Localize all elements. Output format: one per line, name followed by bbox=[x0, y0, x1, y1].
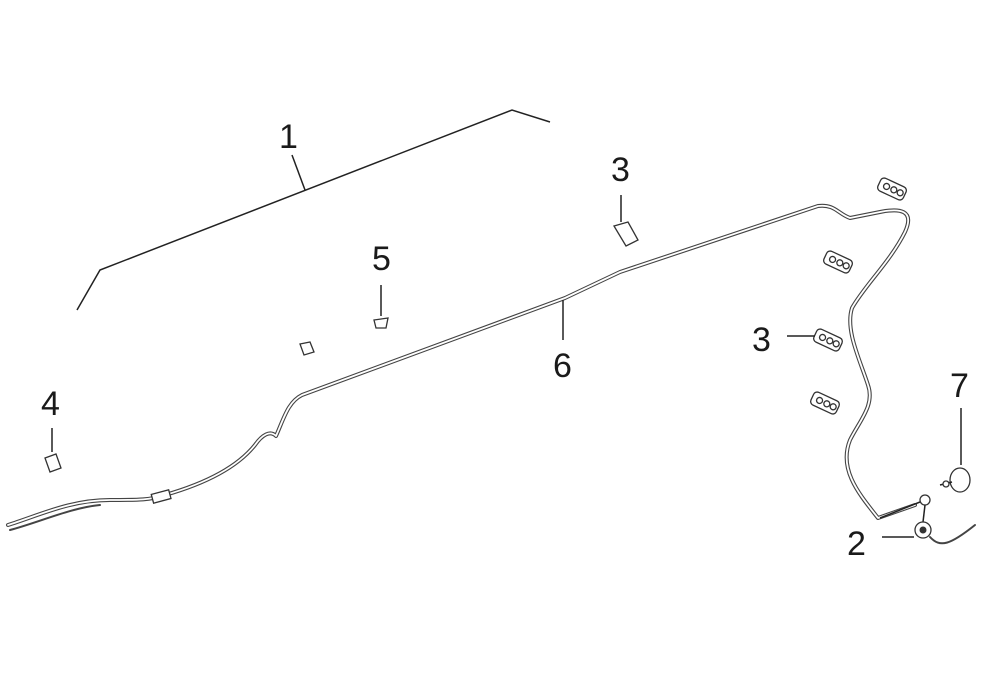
callout-1: 1 bbox=[279, 118, 298, 156]
callout-3-top: 3 bbox=[611, 151, 630, 189]
callout-6: 6 bbox=[553, 347, 572, 385]
callout-7: 7 bbox=[950, 367, 969, 405]
clip-4 bbox=[44, 453, 62, 473]
washer-hose bbox=[6, 203, 917, 531]
leader-1 bbox=[291, 154, 306, 191]
fastener-5 bbox=[373, 317, 389, 329]
small-clip bbox=[299, 341, 315, 356]
callout-3-right: 3 bbox=[752, 321, 771, 359]
hose-connector bbox=[150, 489, 172, 504]
callout-4: 4 bbox=[41, 385, 60, 423]
hose-clip-top bbox=[613, 221, 639, 247]
callout-2: 2 bbox=[847, 525, 866, 563]
callout-5: 5 bbox=[372, 240, 391, 278]
check-valve-7 bbox=[939, 467, 971, 493]
nozzle-2 bbox=[879, 494, 976, 545]
hose-clips-right bbox=[810, 177, 907, 415]
assembly-bracket-1 bbox=[76, 109, 551, 311]
